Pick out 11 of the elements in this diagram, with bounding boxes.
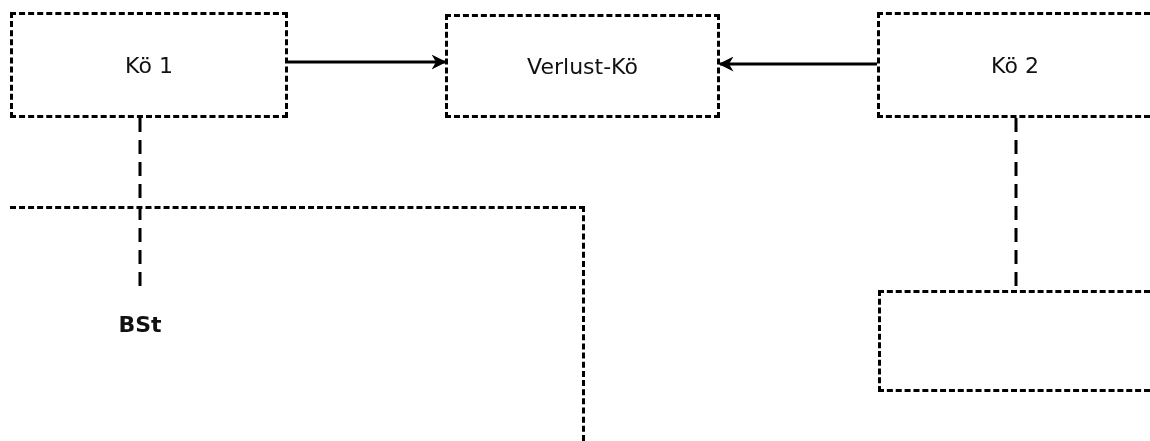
node-label: BSt: [118, 311, 162, 337]
arrow: [718, 56, 877, 72]
process-box: [877, 12, 1150, 118]
box-label: Verlust-Kö: [527, 53, 638, 79]
dashed-box: [878, 290, 1150, 392]
box-label: Kö 1: [125, 52, 173, 78]
box-label: Kö 2: [991, 52, 1039, 78]
process-box: [10, 12, 288, 118]
process-box: [445, 14, 720, 118]
arrow: [288, 54, 447, 70]
dashed-region: [10, 206, 585, 441]
